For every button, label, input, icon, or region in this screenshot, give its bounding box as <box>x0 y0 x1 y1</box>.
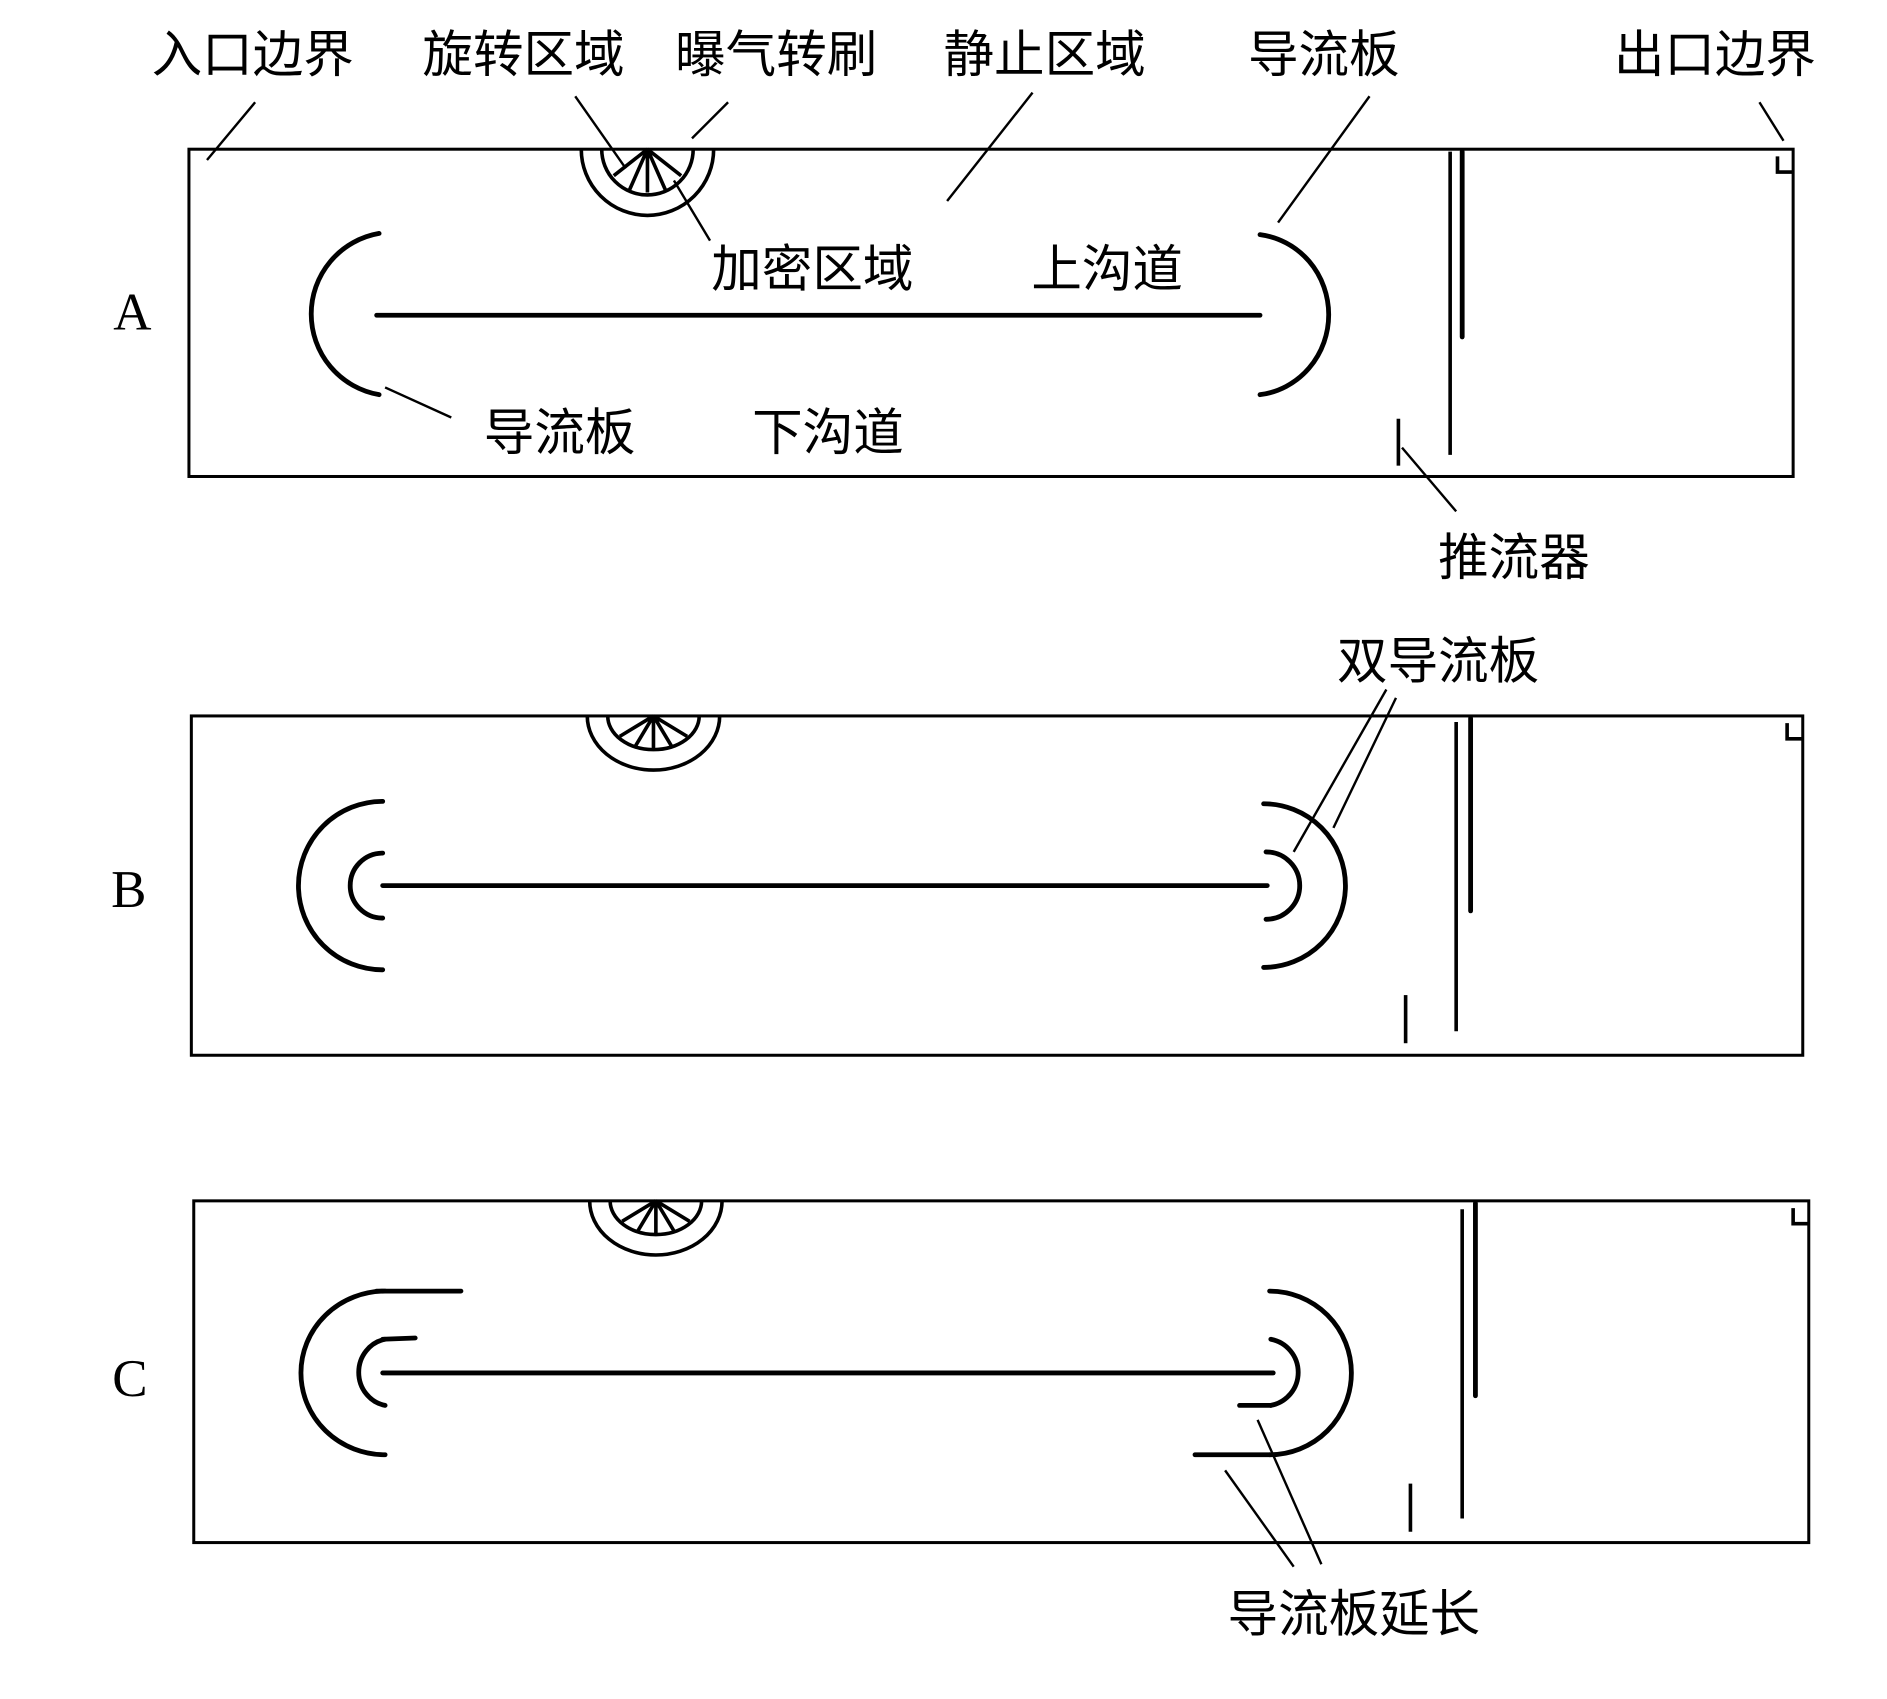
panel-label-a: A <box>113 284 151 342</box>
left-inner-extension <box>380 1335 418 1342</box>
right-outer-baffle <box>1261 801 1348 970</box>
panel-c: C 导流板延长 <box>112 1199 1811 1644</box>
panel-label-b: B <box>111 861 146 919</box>
right-baffle <box>1257 232 1332 398</box>
label-rotating-zone: 旋转区域 <box>422 25 624 84</box>
label-aeration-rotor: 曝气转刷 <box>675 25 877 84</box>
label-baffle-top: 导流板 <box>1248 25 1400 84</box>
label-baffle-extension: 导流板延长 <box>1228 1585 1481 1644</box>
label-upper-channel: 上沟道 <box>1031 239 1183 298</box>
label-outlet-boundary: 出口边界 <box>1614 25 1816 84</box>
channel-boundary <box>192 1199 1811 1545</box>
outlet-marker <box>1791 1208 1809 1226</box>
aeration-rotor <box>587 1199 724 1257</box>
label-inlet-boundary: 入口边界 <box>152 25 354 84</box>
outlet-marker <box>1785 723 1803 741</box>
outlet-marker <box>1775 156 1794 174</box>
leader-lines <box>1224 1419 1323 1568</box>
panel-a: A 加密区域 上沟道 导流板 下沟道 推流器 <box>113 91 1795 587</box>
right-outer-baffle <box>1267 1288 1354 1458</box>
aeration-rotor <box>579 147 716 218</box>
label-refined-zone: 加密区域 <box>711 239 913 298</box>
left-inner-baffle <box>347 850 386 921</box>
left-inner-baffle <box>356 1336 388 1408</box>
leader-lines <box>1292 688 1398 853</box>
label-pusher: 推流器 <box>1438 528 1590 587</box>
label-static-zone: 静止区域 <box>944 25 1146 84</box>
left-outer-baffle <box>298 1288 388 1458</box>
left-baffle <box>308 231 382 398</box>
right-inner-baffle <box>1263 849 1303 922</box>
label-lower-channel: 下沟道 <box>752 403 904 462</box>
right-inner-baffle <box>1268 1336 1301 1408</box>
leader-lines <box>206 91 1785 513</box>
channel-boundary <box>187 147 1795 478</box>
label-double-baffle: 双导流板 <box>1337 632 1539 691</box>
channel-boundary <box>189 714 1805 1057</box>
label-baffle-bottom: 导流板 <box>484 403 636 462</box>
left-outer-baffle <box>296 798 386 973</box>
panel-b: 双导流板 B <box>111 632 1805 1057</box>
panel-label-c: C <box>112 1350 147 1408</box>
aeration-rotor <box>585 714 722 772</box>
